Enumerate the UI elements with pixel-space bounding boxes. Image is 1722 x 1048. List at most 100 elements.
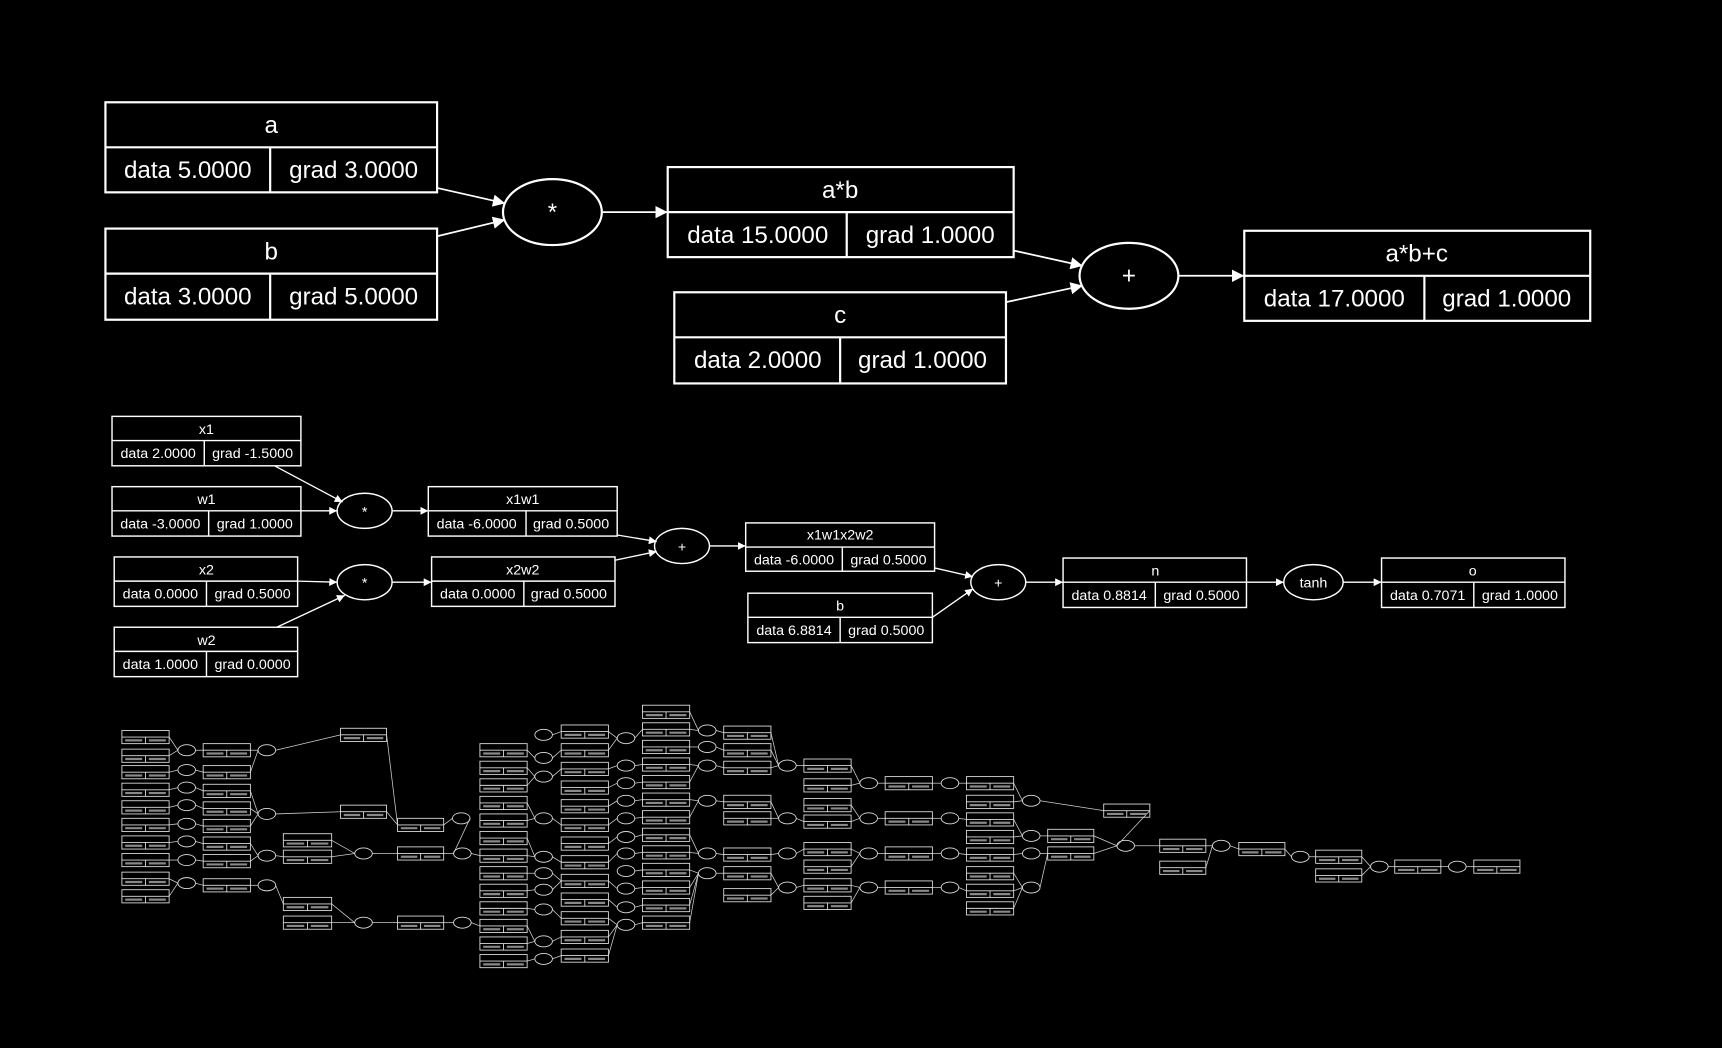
mini-edge [526,767,536,777]
mini-value-node [1315,868,1363,883]
mini-edge [689,873,699,923]
mini-value-node [560,799,609,814]
mini-edge [250,813,259,827]
mini-value-node [202,743,251,758]
mini-value-node [560,780,609,795]
mini-op-node [1021,829,1041,842]
mini-op-node [177,877,196,890]
mini-op-node [698,847,717,860]
mini-value-node [642,757,691,772]
mini-op-node [698,724,717,737]
mini-edge [552,880,562,890]
mini-edge [1013,835,1023,838]
mini-value-node [1047,846,1095,861]
mini-op-node [1116,839,1135,852]
node-n: n data 0.8814 grad 0.5000 [1062,557,1248,609]
mini-op-node [257,744,277,757]
mini-value-node [479,954,528,969]
edges [274,465,1382,628]
mini-value-node [202,801,251,816]
mini-value-node [1159,860,1207,875]
mini-edge [770,765,779,769]
node-data: data -6.0000 [437,516,517,532]
mini-edge [689,869,699,874]
mini-edge [689,834,699,854]
mini-edge [527,907,535,910]
op-label: * [362,504,368,520]
mini-edge [608,853,618,863]
mini-value-node [202,765,251,780]
mini-op-node [859,777,878,790]
mini-value-node [723,794,772,809]
op-label: + [994,576,1002,592]
mini-value-node [121,730,170,745]
mini-value-node [642,810,691,825]
node-abc: a*b+c data 17.0000 grad 1.0000 [1243,229,1592,322]
node-data: data 6.8814 [756,623,831,639]
mini-edge [250,808,259,815]
mini-op-node [354,916,373,929]
mini-edge [1013,800,1023,803]
mini-op-node [778,759,797,772]
edge [932,588,974,618]
node-grad: grad 3.0000 [289,157,418,184]
mini-value-node [282,849,333,864]
node-grad: grad 0.5000 [531,587,607,603]
mini-op-node [859,881,878,894]
node-label: b [836,599,844,615]
mini-edge [1205,845,1213,868]
mini-edges [168,711,1474,962]
mini-edge [851,782,860,786]
edge [614,549,657,561]
mini-edge [552,749,562,759]
mini-value-node [884,846,933,861]
mini-value-node [965,847,1015,862]
mini-value-node [121,853,170,868]
mini-value-node [202,818,251,834]
mini-op-node [616,777,636,790]
mini-value-node [479,936,528,951]
mini-value-node [560,743,609,758]
node-grad: grad -1.5000 [212,446,293,462]
mini-edge [634,799,643,802]
mini-edge [195,823,204,827]
mini-value-node [1047,828,1095,843]
mini-value-node [1103,803,1151,818]
node-label: x1 [199,422,214,438]
mini-edge [851,884,860,888]
mini-value-node [965,901,1015,916]
graph-3-mlp-thumbnail [121,704,1521,969]
mini-edge [1013,887,1023,909]
mini-value-node [803,798,852,813]
mini-op-node [859,847,878,860]
mini-op-node [534,751,553,764]
mini-edge [608,917,618,926]
mini-edge [1013,819,1023,837]
edge [297,578,338,586]
edge [617,534,657,545]
node-grad: grad 0.5000 [215,587,291,603]
mini-edge [1039,800,1104,812]
mini-value-node [884,776,933,791]
node-label: x1w1 [506,492,539,508]
mini-edge [770,750,779,766]
mini-value-node [340,727,388,742]
mini-value-node [560,948,609,963]
mini-edge [796,848,805,854]
mini-edge [168,878,179,884]
op-label: + [1122,262,1136,289]
mini-value-node [560,911,609,926]
op-label: * [362,576,368,592]
node-x2: x2 data 0.0000 grad 0.5000 [113,556,299,608]
mini-value-node [1394,859,1442,874]
node-data: data 2.0000 [694,347,822,374]
mini-edge [1284,848,1292,858]
node-ab: a*b data 15.0000 grad 1.0000 [666,165,1015,259]
mini-edge [250,790,259,815]
mini-edge [770,853,779,855]
mini-edge [958,887,967,892]
edges [436,187,1245,304]
mini-value-node [121,748,170,763]
mini-edge [195,859,204,862]
op-multiply: * [501,178,603,247]
